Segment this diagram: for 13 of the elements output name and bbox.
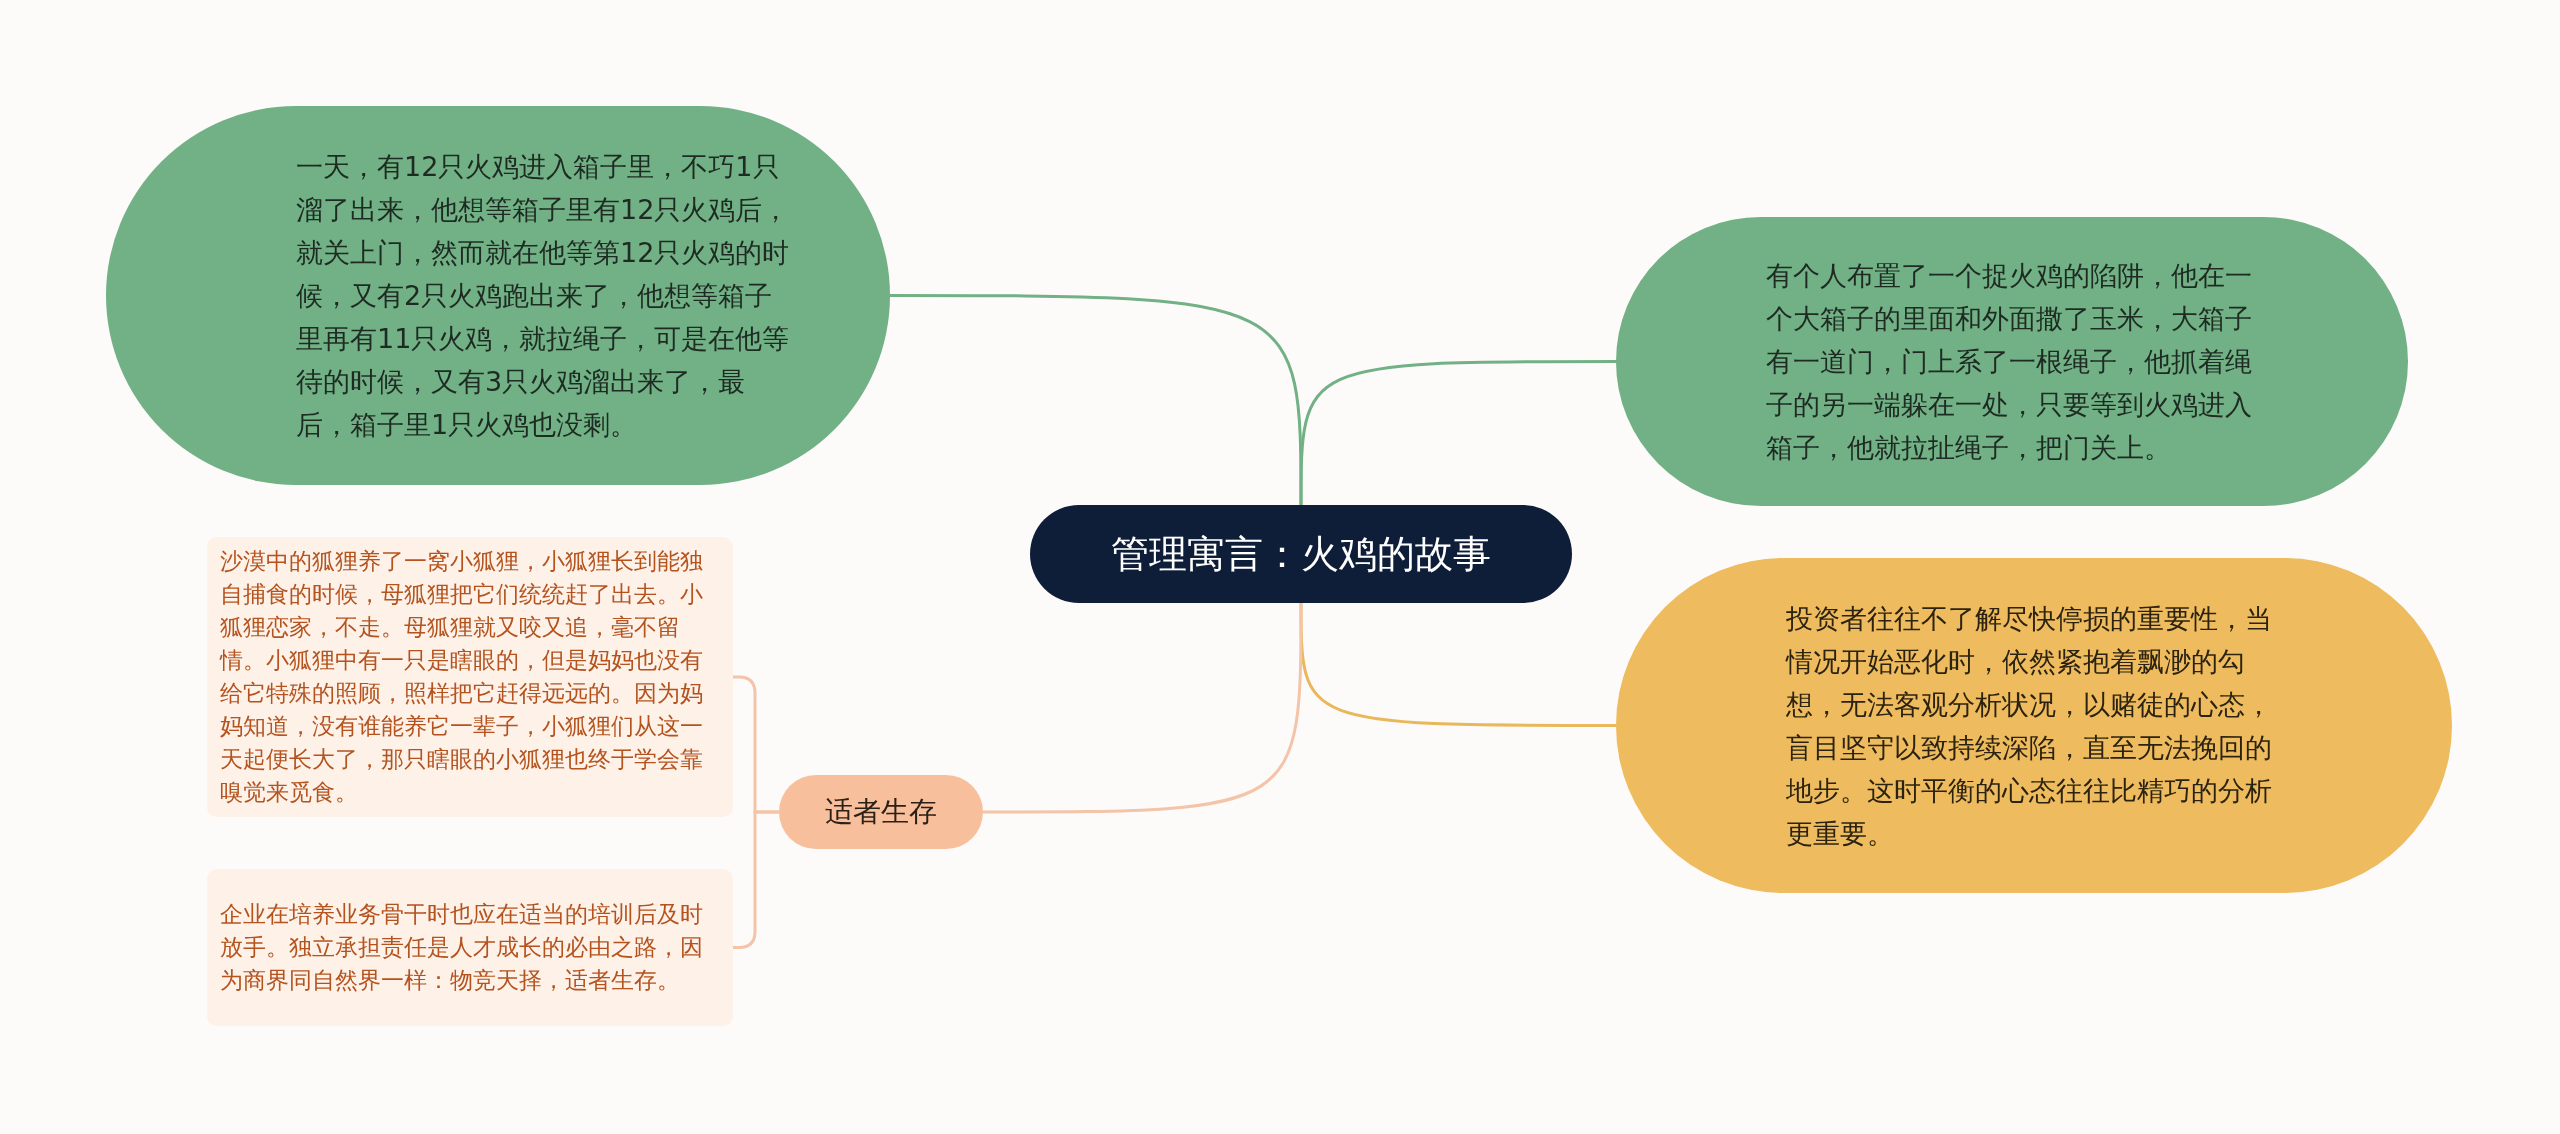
- connector-line: [733, 810, 779, 949]
- note-card: [207, 869, 733, 1026]
- connector-line: [1299, 603, 1616, 727]
- node-text: 投资者往往不了解尽快停损的重要性，当情况开始恶化时，依然紧抱着飘渺的勾想，无法客观分析状况，以赌徒的心态，盲目坚守以致持续深陷，直至无法挽回的地步。这时平衡的心态往往比精巧的分析更重要。: [1786, 601, 2273, 851]
- node-text: 适者生存: [824, 794, 938, 830]
- node-text: 有个人布置了一个捉火鸡的陷阱，他在一个大箱子的里面和外面撒了玉米，大箱子有一道门，门上系了一根绳子，他抓着绳子的另一端躲在一处，只要等到火鸡进入箱子，他就拉扯绳子，把门关上。: [1766, 259, 2253, 465]
- connector-line: [1299, 360, 1616, 505]
- connector-line: [890, 294, 1303, 505]
- node-text: 沙漠中的狐狸养了一窝小狐狸，小狐狸长到能独自捕食的时候，母狐狸把它们统统赶了出去。小狐狸恋家，不走。母狐狸就又咬又追，毫不留情。小狐狸中有一只是瞎眼的，但是妈妈也没有给它特殊的照顾，照样把它赶得远远的。因为妈妈知道，没有谁能养它一辈子，小狐狸们从这一天起便长大了，那只瞎眼的小狐狸也终于学会靠嗅觉来觅食。: [220, 547, 704, 807]
- connector-line: [983, 603, 1303, 814]
- node-text: 一天，有12只火鸡进入箱子里，不巧1只溜了出来，他想等箱子里有12只火鸡后，就关上门，然而就在他等第12只火鸡的时候，又有2只火鸡跑出来了，他想等箱子里再有11只火鸡，就拉绳子，可是在他等待的时候，又有3只火鸡溜出来了，最后，箱子里1只火鸡也没剩。: [296, 150, 791, 442]
- title-text: 管理寓言：火鸡的故事: [1110, 531, 1492, 578]
- node-text: 企业在培养业务骨干时也应在适当的培训后及时放手。独立承担责任是人才成长的必由之路，因为商界同自然界一样：物竞天择，适者生存。: [220, 900, 704, 995]
